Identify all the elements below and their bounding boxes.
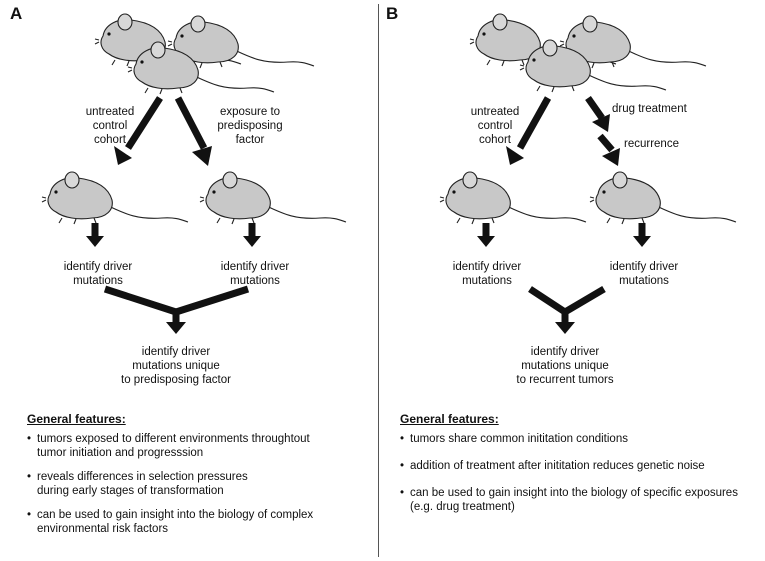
panel-b-features-title: General features: [400,412,499,426]
merge-arrow-icon [103,285,250,334]
panel-b-letter: B [386,4,399,23]
list-item: can be used to gain insight into the bio… [400,486,760,514]
arrow-down-left-icon [506,96,552,165]
panel-a-features-list: tumors exposed to different environments… [27,432,372,546]
panel-a-letter: A [10,4,23,23]
arrow-down-icon [477,223,495,247]
mouse-icon [41,171,189,225]
mouse-icon [199,171,347,225]
arrow-down-icon [86,223,104,247]
drug-arrow-icon [585,95,610,132]
list-item: tumors share common inititation conditio… [400,432,760,446]
list-item: addition of treatment after inititation … [400,459,760,473]
panel-b-drug-label: drug treatment [612,103,687,115]
recurrence-arrow-icon [597,133,620,166]
arrow-down-left-icon [114,96,163,165]
panel-b-features-list: tumors share common inititation conditio… [400,432,760,524]
list-item: reveals differences in selection pressur… [27,470,372,498]
arrow-down-right-icon [174,96,212,166]
panel-b-recurrence-label: recurrence [624,138,679,150]
mouse-icon [589,171,737,225]
list-item: can be used to gain insight into the bio… [27,508,372,536]
arrow-down-icon [633,223,651,247]
mouse-icon [439,171,587,225]
panel-divider [378,4,379,557]
merge-arrow-icon [528,285,606,334]
panel-a-features-title: General features: [27,412,126,426]
list-item: tumors exposed to different environments… [27,432,372,460]
arrow-down-icon [243,223,261,247]
